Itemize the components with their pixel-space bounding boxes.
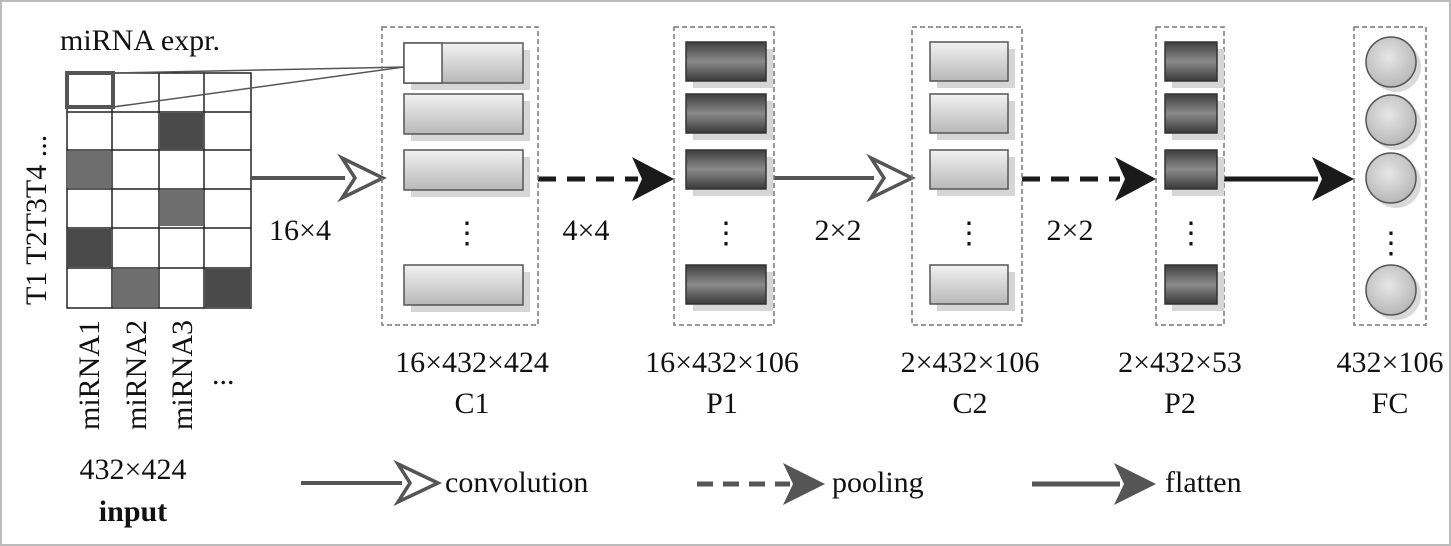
feature-map: [403, 149, 530, 197]
layer-fc: ⋮ 432×106 FC: [1337, 26, 1444, 420]
grid-cell-mid: [160, 190, 203, 226]
pooled-map: [1164, 264, 1224, 311]
layer-p1-size: 16×432×106: [645, 346, 799, 379]
kernel-label-k2: 4×4: [563, 214, 610, 247]
layer-p2-size: 2×432×53: [1118, 346, 1242, 379]
feature-map: [403, 264, 530, 312]
neuron: [1365, 94, 1421, 150]
ellipsis: ⋮: [452, 217, 482, 250]
layer-p2: ⋮ 2×432×53 P2: [1118, 26, 1242, 420]
layer-c1-size: 16×432×424: [395, 346, 549, 379]
kernel-label-k4: 2×2: [1047, 214, 1094, 247]
input-header: miRNA expr.: [60, 24, 220, 57]
layer-c2-frame: [911, 26, 1023, 326]
neuron: [1365, 152, 1421, 208]
x-label-mirna3: miRNA3: [166, 320, 199, 430]
feature-map: [403, 93, 530, 141]
pooled-map: [1164, 149, 1224, 196]
arrow-flatten: [1224, 157, 1354, 201]
projection-line: [112, 66, 405, 108]
layer-p2-name: P2: [1164, 387, 1196, 420]
input-grid: [65, 71, 252, 309]
layer-fc-frame: [1353, 26, 1427, 326]
neuron: [1365, 36, 1421, 92]
x-label-mirna1: miRNA1: [73, 320, 106, 430]
pooled-map: [1164, 41, 1224, 88]
legend-convolution-label: convolution: [445, 466, 588, 499]
feature-map: [929, 93, 1015, 140]
x-label-mirna2: miRNA2: [120, 320, 153, 430]
kernel-label-k1: 16×4: [269, 214, 331, 247]
x-label-more: ...: [212, 358, 235, 391]
layer-c1-frame: [381, 26, 539, 326]
legend-flatten-arrow: [1032, 463, 1156, 505]
arrow-convolution-1: [251, 153, 387, 203]
legend: convolution pooling flatten: [301, 459, 1242, 507]
layer-c2: ⋮ 2×432×106 C2: [901, 26, 1040, 420]
legend-flatten-label: flatten: [1165, 466, 1242, 499]
legend-pooling-arrow: [697, 463, 825, 505]
kernel-window: [65, 71, 115, 109]
arrow-convolution-2: [774, 153, 916, 203]
feature-map: [403, 42, 530, 90]
grid-cell-dark: [205, 269, 250, 307]
ellipsis: ⋮: [1176, 217, 1206, 250]
feature-map-highlight-cell: [403, 42, 443, 84]
feature-map: [929, 149, 1015, 196]
kernel-label-k3: 2×2: [815, 214, 862, 247]
pooled-map: [685, 149, 773, 196]
feature-map: [929, 41, 1015, 88]
projection-line: [112, 66, 405, 74]
pooled-map: [685, 93, 773, 140]
layer-c2-size: 2×432×106: [901, 346, 1040, 379]
grid-lines: [67, 73, 251, 308]
layer-c1-name: C1: [454, 387, 489, 420]
ellipsis: ⋮: [954, 217, 984, 250]
layer-c2-name: C2: [952, 387, 987, 420]
grid-cell-mid: [113, 269, 158, 307]
arrow-pooling-2: [1022, 157, 1156, 201]
arrow-pooling-1: [538, 157, 674, 201]
neuron: [1365, 264, 1421, 320]
legend-convolution-arrow: [301, 459, 443, 507]
layer-p1-frame: [673, 26, 775, 326]
ellipsis: ⋮: [711, 217, 741, 250]
pooled-map: [685, 41, 773, 88]
grid-cell-dark: [160, 113, 203, 149]
input-size: 432×424: [80, 453, 187, 486]
input-block: miRNA expr.: [20, 24, 405, 528]
layer-fc-name: FC: [1372, 387, 1409, 420]
ellipsis: ⋮: [1376, 227, 1406, 260]
grid-cell-dark: [67, 229, 111, 267]
input-name: input: [99, 495, 167, 528]
layer-p1: ⋮ 16×432×106 P1: [645, 26, 799, 420]
input-y-label: T1 T2T3T4 ...: [20, 135, 53, 305]
legend-pooling-label: pooling: [832, 466, 924, 499]
layer-p1-name: P1: [706, 387, 738, 420]
pooled-map: [1164, 93, 1224, 140]
layer-c1: ⋮ 16×432×424 C1: [381, 26, 549, 420]
layer-fc-size: 432×106: [1337, 346, 1444, 379]
feature-map: [929, 264, 1015, 311]
pooled-map: [685, 264, 773, 311]
grid-cell-mid: [67, 151, 111, 188]
